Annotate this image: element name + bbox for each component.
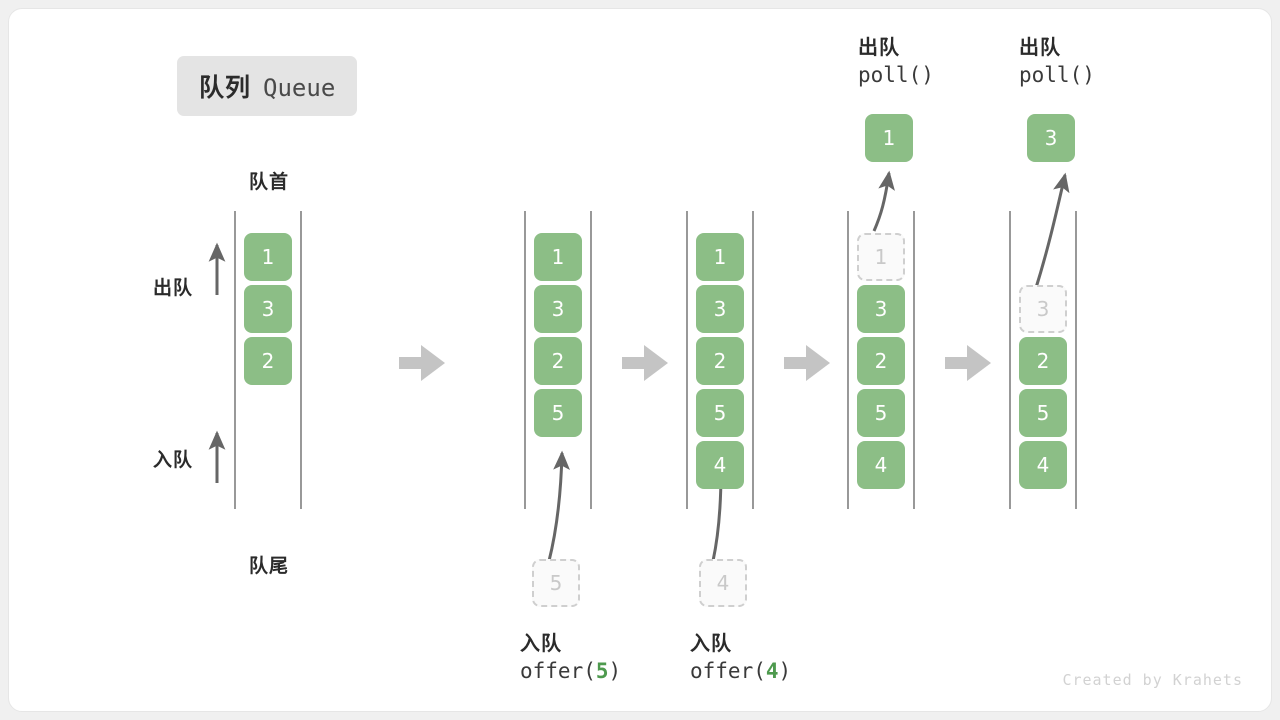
diagram-card: 队列 Queue [8,8,1272,712]
queue-column-after-offer-4: 1 3 2 5 4 [696,233,744,489]
caption-offer-4-code: offer(4) [690,659,792,683]
label-dequeue-direction: 出队 [153,278,194,299]
diagram-title-badge: 队列 Queue [177,56,358,116]
queue-cell-new: 5 [534,389,582,437]
ghost-cell-polled-1: 1 [857,233,905,281]
queue-cell: 2 [696,337,744,385]
queue-cell: 5 [857,389,905,437]
caption-offer-5-cn: 入队 [520,633,562,655]
queue-cell: 3 [696,285,744,333]
ghost-cell-offer-5: 5 [532,559,580,607]
label-queue-front: 队首 [249,172,290,193]
label-enqueue-direction: 入队 [153,450,194,471]
queue-cell: 2 [534,337,582,385]
queue-column-after-poll-1: 1 3 2 5 4 [857,233,905,489]
queue-cell: 5 [696,389,744,437]
diagram-title-en: Queue [263,74,336,102]
caption-offer-5: 入队 offer(5) [520,629,621,683]
caption-poll-3-code: poll() [1019,63,1095,87]
queue-cell: 2 [244,337,292,385]
queue-rails [234,211,1077,509]
queue-cell: 5 [1019,389,1067,437]
caption-poll-3-cn: 出队 [1019,37,1061,59]
caption-poll-3: 出队 poll() [1019,33,1095,87]
queue-cell: 2 [1019,337,1067,385]
queue-cell: 3 [244,285,292,333]
queue-cell: 4 [857,441,905,489]
label-queue-rear: 队尾 [249,556,290,577]
popped-value-3: 3 [1027,114,1075,162]
caption-offer-4-cn: 入队 [690,633,732,655]
caption-offer-4: 入队 offer(4) [690,629,791,683]
queue-cell: 4 [1019,441,1067,489]
queue-column-after-poll-3: 3 2 5 4 [1019,285,1067,489]
diagram-title-cn: 队列 [199,74,252,102]
queue-cell: 2 [857,337,905,385]
caption-poll-1-cn: 出队 [858,37,900,59]
queue-cell: 3 [534,285,582,333]
queue-column-initial: 1 3 2 [244,233,292,385]
watermark-credit: Created by Krahets [1062,671,1243,689]
ghost-cell-offer-4: 4 [699,559,747,607]
queue-cell: 1 [244,233,292,281]
queue-cell: 3 [857,285,905,333]
caption-poll-1-code: poll() [858,63,934,87]
queue-cell-new: 4 [696,441,744,489]
queue-cell: 1 [696,233,744,281]
queue-column-after-offer-5: 1 3 2 5 [534,233,582,437]
queue-cell: 1 [534,233,582,281]
caption-offer-5-code: offer(5) [520,659,622,683]
caption-poll-1: 出队 poll() [858,33,934,87]
popped-value-1: 1 [865,114,913,162]
ghost-cell-polled-3: 3 [1019,285,1067,333]
